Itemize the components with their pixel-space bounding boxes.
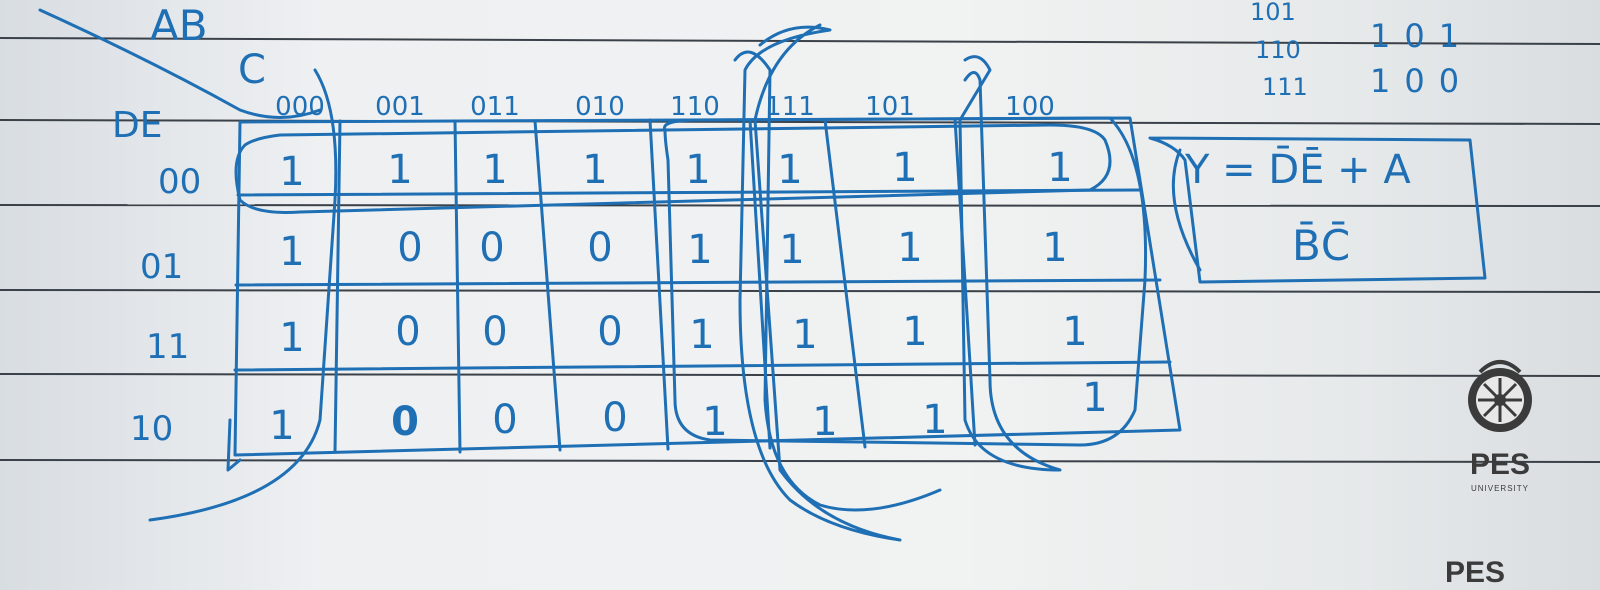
row-header: 00 [158, 162, 202, 202]
kmap-cell: 1 [685, 147, 711, 193]
group-loop-right-half [662, 116, 1148, 447]
kmap-cell: 1 [387, 147, 413, 193]
kmap-c-label: C [238, 47, 266, 93]
kmap-cell: 1 [1082, 375, 1108, 421]
kmap-cell: 0 [602, 395, 628, 441]
pes-logo-subtitle: UNIVERSITY [1470, 484, 1529, 493]
row-header: 11 [146, 327, 190, 367]
row-header: 10 [130, 409, 174, 449]
kmap-cell: 1 [777, 147, 803, 193]
column-header: 110 [670, 92, 720, 122]
side-note: 101 [1370, 17, 1474, 55]
group-loop-col101 [958, 55, 1062, 472]
kmap-cell: 0 [397, 225, 423, 271]
kmap-cell: 1 [582, 147, 608, 193]
kmap-cell: 1 [279, 229, 305, 275]
kmap-cell: 1 [279, 315, 305, 361]
row-header: 01 [140, 247, 184, 287]
column-header: 111 [765, 92, 815, 122]
kmap-ab-label: AB [150, 1, 208, 50]
side-note: 101 [1250, 0, 1296, 26]
column-header: 001 [375, 92, 425, 122]
pes-bottom-watermark: PES [1444, 556, 1506, 589]
result-expression-line2: B̄C̄ [1292, 221, 1351, 270]
column-header: 101 [865, 92, 915, 122]
kmap-cell: 1 [779, 227, 805, 273]
kmap-cell: 1 [1062, 309, 1088, 355]
pes-logo-name: PES [1469, 448, 1531, 481]
kmap-cell: 0 [395, 309, 421, 355]
group-loop-row00 [234, 123, 1112, 214]
kmap-cell: 1 [689, 312, 715, 358]
kmap-de-label: DE [112, 105, 163, 146]
group-loop-col111 [738, 23, 902, 542]
kmap-cell: 0 [597, 309, 623, 355]
kmap-cell: 1 [687, 227, 713, 273]
kmap-cell: 1 [902, 309, 928, 355]
result-expression-line1: Y = D̄Ē + A [1185, 147, 1411, 193]
kmap-cell: 1 [1047, 145, 1073, 191]
column-header: 011 [470, 92, 520, 122]
kmap-cell: 0 [479, 225, 505, 271]
kmap-cell: 1 [1042, 225, 1068, 271]
column-header: 010 [575, 92, 625, 122]
kmap-cell: 1 [922, 397, 948, 443]
kmap-cell: 1 [279, 149, 305, 195]
group-loop-col000 [148, 68, 338, 522]
kmap-cell: 1 [792, 312, 818, 358]
kmap-cell: 0 [492, 397, 518, 443]
column-header: 000 [275, 92, 325, 122]
kmap-cell: 0 [482, 309, 508, 355]
side-note: 111 [1262, 73, 1308, 101]
column-header: 100 [1005, 92, 1055, 122]
kmap-cell: 1 [482, 147, 508, 193]
kmap-cell: 0 [587, 225, 613, 271]
kmap-cell: 1 [812, 399, 838, 445]
side-note: 100 [1370, 62, 1474, 100]
side-note: 110 [1255, 36, 1301, 64]
kmap-diagonal-line [38, 8, 322, 119]
kmap-cell: 1 [897, 225, 923, 271]
kmap-cell: 0 [391, 399, 419, 445]
kmap-cell: 1 [702, 399, 728, 445]
kmap-cell: 1 [892, 145, 918, 191]
kmap-cell: 1 [269, 403, 295, 449]
